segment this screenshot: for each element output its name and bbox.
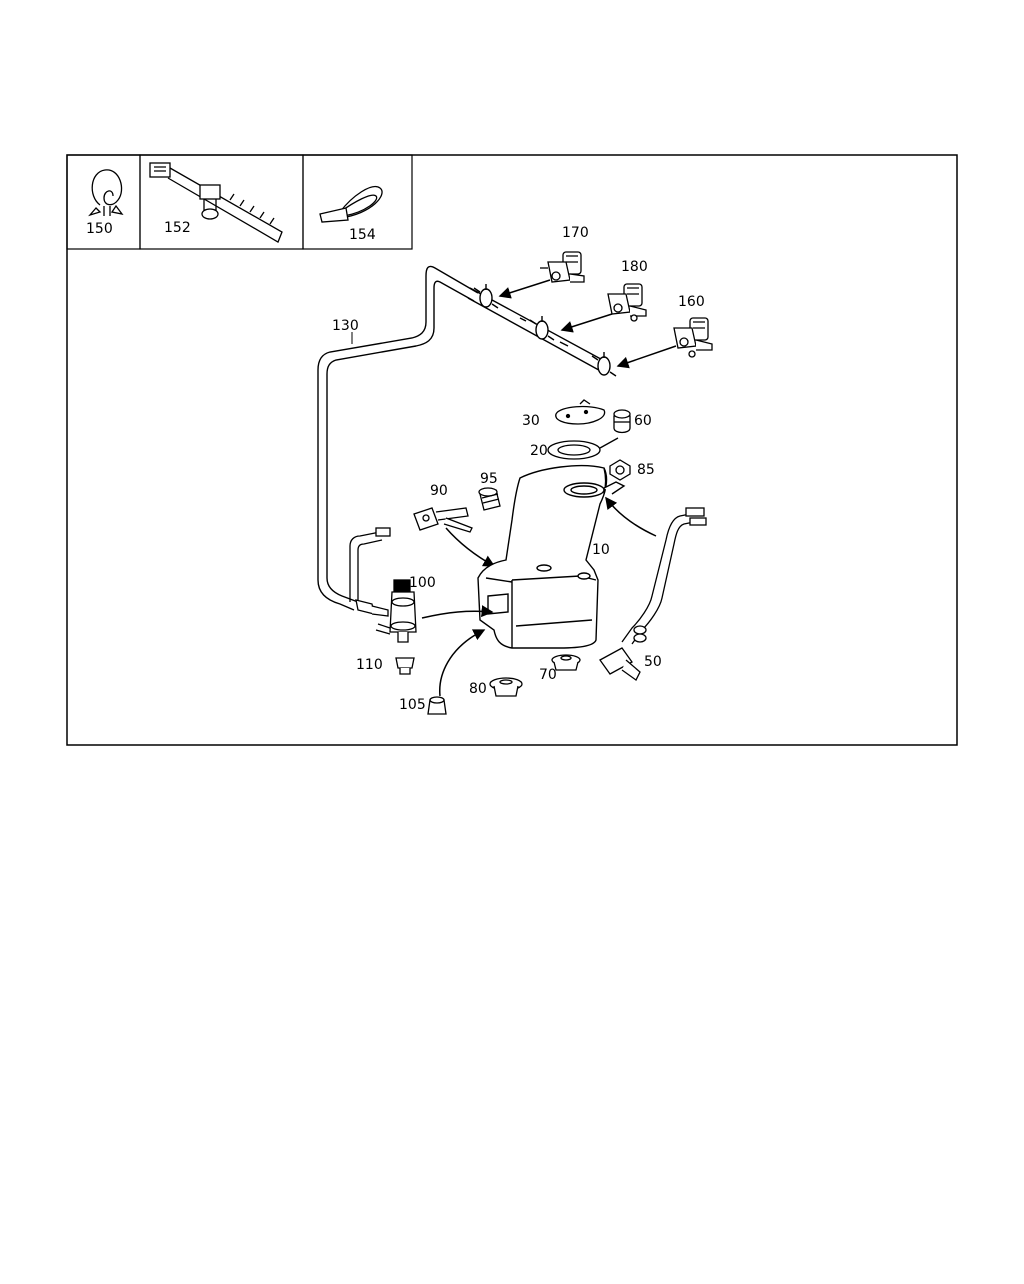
callout-20: 20 — [530, 443, 548, 459]
inset-label-154: 154 — [349, 227, 376, 243]
plug-80 — [489, 677, 523, 697]
callout-90: 90 — [430, 483, 448, 499]
strap-tie-icon — [149, 162, 283, 243]
callout-160: 160 — [678, 294, 705, 310]
cap-30 — [555, 399, 606, 425]
callout-80: 80 — [469, 681, 487, 697]
plug-70 — [551, 654, 581, 671]
nozzle-170 — [540, 251, 585, 283]
sensor-90 — [413, 507, 473, 533]
callout-105: 105 — [399, 697, 426, 713]
inset-box-150: 150 — [66, 154, 141, 250]
callout-110: 110 — [356, 657, 383, 673]
nozzle-180 — [607, 283, 647, 322]
inset-box-154: 154 — [302, 154, 413, 250]
loop-tie-icon — [319, 186, 383, 223]
nut-85 — [609, 459, 631, 481]
grommet-60 — [613, 409, 631, 434]
reservoir-10 — [477, 464, 626, 649]
callout-85: 85 — [637, 462, 655, 478]
inset-box-152: 152 — [139, 154, 304, 250]
plug-110 — [395, 657, 415, 675]
callout-50: 50 — [644, 654, 662, 670]
plug-105 — [427, 696, 447, 715]
clip-icon — [88, 169, 124, 217]
inset-label-152: 152 — [164, 220, 191, 236]
callout-70: 70 — [539, 667, 557, 683]
callout-10: 10 — [592, 542, 610, 558]
nozzle-160 — [673, 317, 713, 358]
callout-95: 95 — [480, 471, 498, 487]
callout-100: 100 — [409, 575, 436, 591]
seal-20 — [547, 437, 619, 460]
grommet-95 — [478, 487, 501, 511]
callout-30: 30 — [522, 413, 540, 429]
callout-180: 180 — [621, 259, 648, 275]
callout-170: 170 — [562, 225, 589, 241]
pump-100 — [355, 579, 417, 643]
filler-pipe-50 — [599, 507, 707, 681]
nozzle-rail — [467, 284, 617, 377]
diagram-frame — [66, 154, 958, 746]
callout-60: 60 — [634, 413, 652, 429]
callout-130: 130 — [332, 318, 359, 334]
inset-label-150: 150 — [86, 221, 113, 237]
hose-end-connector — [349, 527, 391, 602]
hose-130 — [317, 265, 479, 611]
